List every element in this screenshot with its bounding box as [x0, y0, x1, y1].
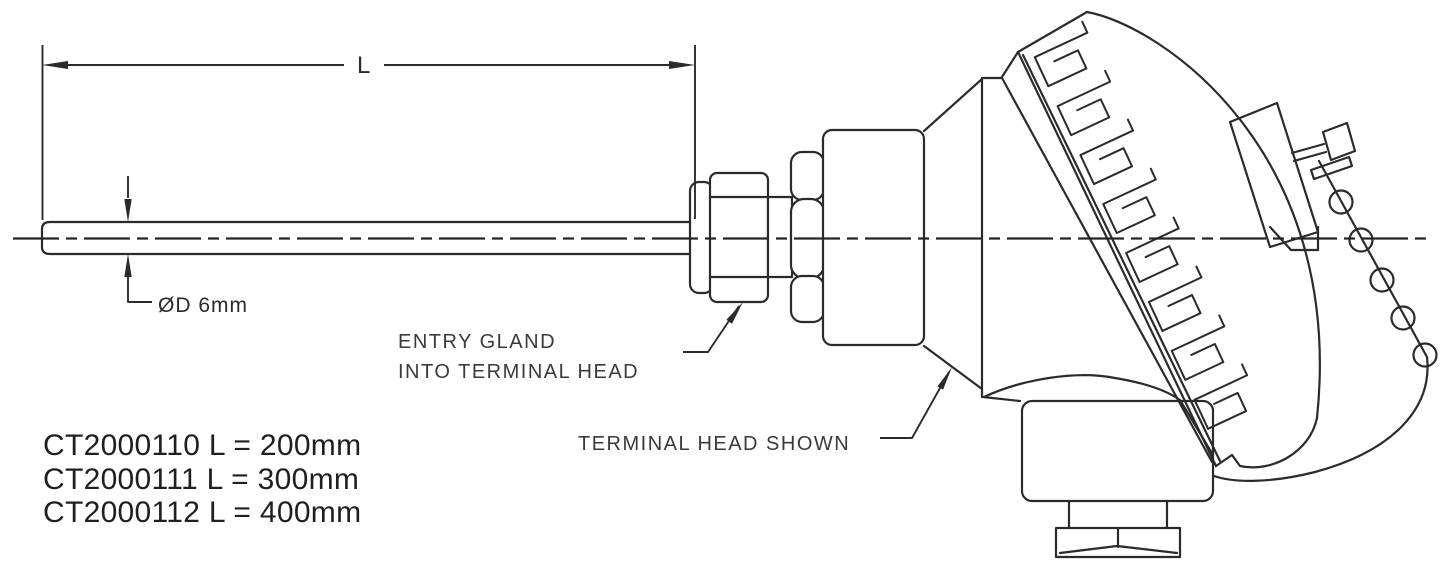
entry-gland-leader-line — [683, 305, 740, 353]
cap-dome-arc — [1085, 10, 1321, 420]
chain-link — [1390, 305, 1416, 331]
head-upper-profile — [922, 50, 1022, 403]
cap-interface-edge — [1000, 76, 1214, 464]
diameter-arrow-bottom — [124, 254, 132, 277]
entry-gland-leader-arrow — [726, 302, 743, 324]
dimension-arrow-left — [42, 61, 68, 69]
chain-link — [1412, 342, 1438, 368]
terminal-head-callout: TERMINAL HEAD SHOWN — [578, 367, 952, 455]
terminal-head-leader-arrow — [937, 367, 952, 390]
gland-lobe-bottom — [789, 274, 826, 324]
chain-drape-curve — [1212, 355, 1429, 482]
part-number-row: CT2000111 L = 300mm — [43, 463, 359, 496]
chain-pin-head — [1321, 121, 1357, 162]
terminal-head-cap — [1000, 10, 1438, 482]
diameter-dimension-label: ØD 6mm — [158, 294, 248, 317]
entry-gland-label-line2: INTO TERMINAL HEAD — [398, 361, 639, 383]
diameter-arrow-line-bottom — [127, 277, 152, 303]
chain-pin-shaft — [1290, 142, 1328, 163]
bottom-stem-lines — [1067, 499, 1169, 530]
diameter-dimension: ØD 6mm — [124, 176, 248, 317]
bottom-hex-facets — [1058, 527, 1179, 555]
chain-link — [1369, 267, 1395, 293]
part-number-list: CT2000110 L = 200mm CT2000111 L = 300mm … — [43, 429, 361, 529]
chain-string-line — [1317, 159, 1429, 359]
gland-hex-facet-lines — [709, 195, 769, 279]
part-number-row: CT2000112 L = 400mm — [43, 496, 361, 529]
length-dimension-label: L — [357, 52, 370, 79]
cap-tip-edge-top — [1016, 10, 1089, 54]
terminal-head-body — [922, 50, 1215, 559]
diameter-arrow-top — [124, 199, 132, 222]
chain-pin-bar — [1309, 155, 1354, 181]
gland-neck — [766, 195, 794, 279]
chain-link — [1348, 227, 1374, 253]
cap-knurl-meander — [1033, 20, 1249, 430]
chain-link — [1328, 189, 1354, 215]
head-body-dome-curve — [982, 374, 1215, 457]
cap-tip-edge-bottom — [1214, 453, 1234, 468]
entry-gland-label-line1: ENTRY GLAND — [398, 331, 556, 353]
dimension-arrow-right — [669, 61, 695, 69]
part-number-row: CT2000110 L = 200mm — [43, 429, 361, 462]
gland-lobe-top — [789, 150, 826, 202]
cap-rim-double-line — [1016, 50, 1222, 468]
head-lower-body — [1020, 399, 1215, 503]
entry-gland-callout: ENTRY GLAND INTO TERMINAL HEAD — [398, 302, 743, 383]
cap-dome-bottom — [1230, 416, 1319, 469]
terminal-head-leader-line — [880, 371, 950, 439]
terminal-head-label: TERMINAL HEAD SHOWN — [578, 433, 850, 455]
length-dimension: L — [41, 45, 696, 220]
cap-knurl-band — [1033, 20, 1249, 430]
